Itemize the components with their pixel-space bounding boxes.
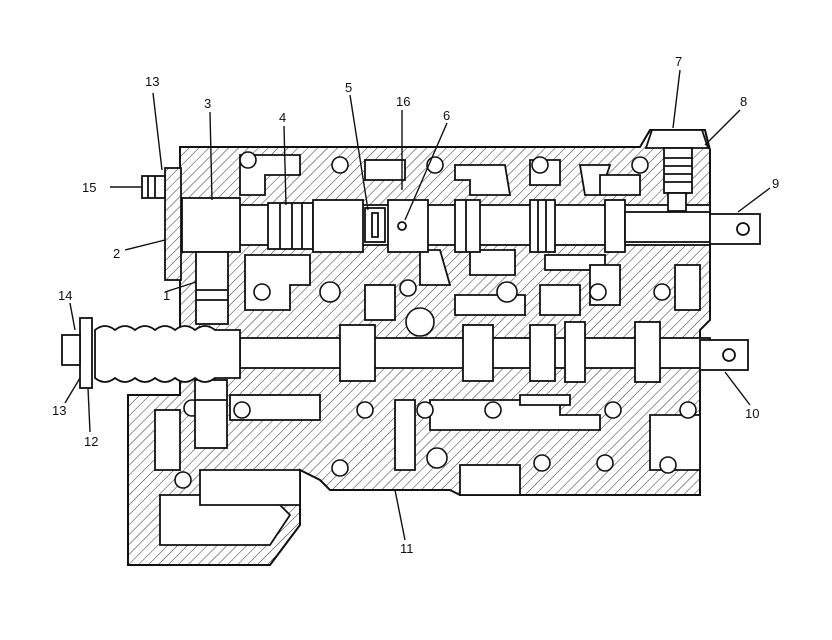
port-holes — [174, 151, 697, 489]
callout-4: 4 — [279, 110, 286, 125]
callout-8: 8 — [740, 94, 747, 109]
callout-10: 10 — [745, 406, 759, 421]
callout-7: 7 — [675, 54, 682, 69]
callout-15: 15 — [82, 180, 96, 195]
callout-14: 14 — [58, 288, 72, 303]
callout-11: 11 — [400, 541, 414, 556]
callout-labels: 1 2 3 4 5 6 7 8 9 10 11 12 13 13 14 15 1… — [52, 54, 779, 556]
top-bolt — [644, 129, 710, 212]
callout-3: 3 — [204, 96, 211, 111]
upper-spool — [181, 197, 761, 253]
vertical-plug-lower — [194, 379, 228, 449]
vertical-plug-upper — [195, 251, 229, 325]
lower-spool — [239, 321, 749, 383]
callout-13-top: 13 — [145, 74, 159, 89]
bellows-boot — [61, 317, 241, 389]
end-plate-left — [141, 167, 182, 281]
callout-12: 12 — [84, 434, 98, 449]
callout-9: 9 — [772, 176, 779, 191]
callout-2: 2 — [113, 246, 120, 261]
callout-1: 1 — [163, 288, 170, 303]
callout-13-bottom: 13 — [52, 403, 66, 418]
callout-6: 6 — [443, 108, 450, 123]
callout-5: 5 — [345, 80, 352, 95]
callout-16: 16 — [396, 94, 410, 109]
leader-lines — [64, 69, 771, 541]
